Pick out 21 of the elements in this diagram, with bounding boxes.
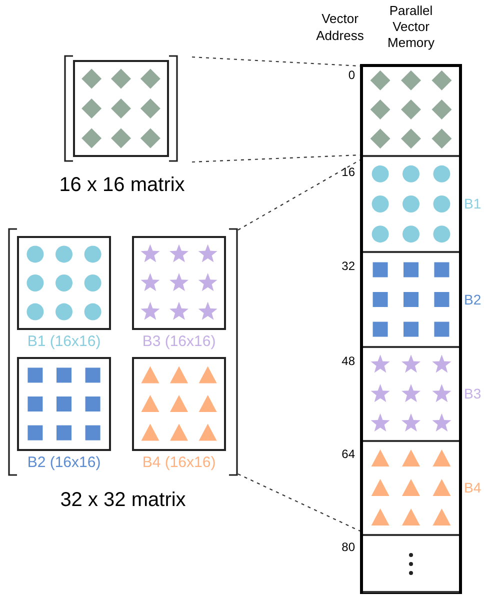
block-label: B4: [464, 480, 482, 496]
dotted-line: [238, 160, 360, 230]
address-label: 16: [340, 165, 355, 179]
block-label: B3 (16x16): [141, 333, 217, 351]
block-label: B4 (16x16): [141, 454, 217, 472]
block-label: B3: [464, 386, 482, 402]
block-label: B2: [464, 291, 482, 308]
dotted-line: [238, 474, 360, 532]
matrix-caption: 16 x 16 matrix: [58, 173, 186, 197]
address-label: 64: [340, 447, 355, 461]
block-label: B2 (16x16): [26, 454, 102, 472]
matrix-caption: 32 x 32 matrix: [59, 488, 187, 512]
block-label: B1 (16x16): [26, 333, 102, 351]
dotted-line: [192, 56, 360, 67]
address-label: 48: [340, 354, 355, 368]
address-label: 32: [340, 259, 355, 273]
axis-heading: Vector Address: [315, 10, 365, 44]
block-label: B1: [464, 196, 482, 212]
address-label: 80: [340, 540, 355, 554]
address-label: 0: [347, 68, 355, 82]
column-heading: Parallel Vector Memory: [386, 3, 436, 51]
